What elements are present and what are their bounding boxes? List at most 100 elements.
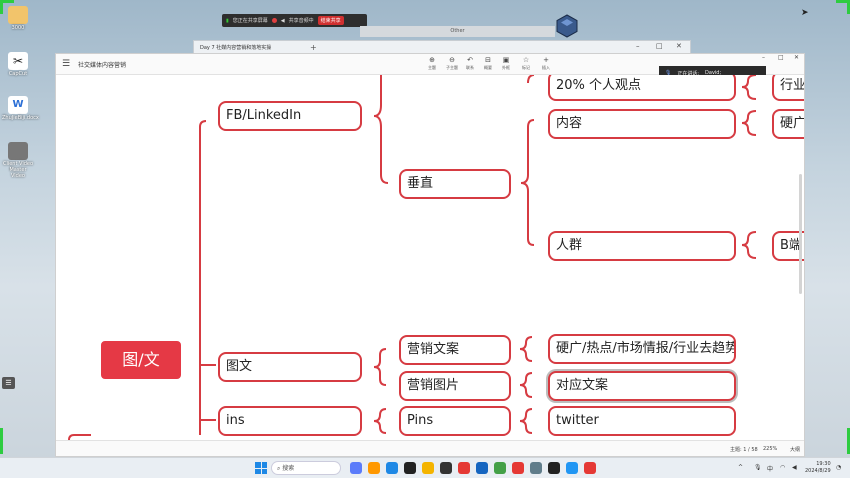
input-language-indicator[interactable]: 中	[767, 466, 774, 473]
node-tuwen[interactable]: 图文	[218, 352, 362, 382]
taskbar-app-icon[interactable]	[404, 462, 416, 474]
node-pins[interactable]: Pins	[399, 406, 511, 436]
windows-taskbar: ⌕ 搜索 ^ 🎙 中 ◠ ◀ 19:30 2024/8/29 ◔	[0, 457, 850, 478]
taskbar-app-icon[interactable]	[566, 462, 578, 474]
desktop-icon-docx[interactable]: W ZhuJieBiji.docx	[2, 96, 39, 121]
ins-bracket	[373, 408, 387, 434]
root-branch-bracket	[199, 120, 207, 435]
node-image-detail[interactable]: 对应文案	[548, 371, 736, 401]
node-ins[interactable]: ins	[218, 406, 362, 436]
zoom-level[interactable]: 225%	[763, 446, 778, 452]
mouse-cursor-icon: ➤	[801, 8, 809, 18]
tray-overflow-chevron-icon[interactable]: ^	[738, 464, 744, 471]
node-twitter[interactable]: twitter	[548, 406, 736, 436]
browser-close-button[interactable]: ✕	[676, 42, 682, 50]
taskbar-app-icon[interactable]	[530, 462, 542, 474]
mindmap-canvas[interactable]: 图/文 FB/LinkedIn 垂直 20% 个人观点 行业 内容 硬广 人群 …	[56, 75, 804, 442]
taskbar-app-icon[interactable]	[350, 462, 362, 474]
share-border-bottom-right	[847, 428, 850, 454]
vertical-bracket-top	[527, 75, 535, 84]
summary-icon: ⊟	[485, 56, 491, 64]
node-industry-partial[interactable]: 行业	[772, 75, 804, 101]
node-b-end-partial[interactable]: B端	[772, 231, 804, 261]
windows-start-icon[interactable]	[255, 462, 267, 474]
taskbar-app-icon[interactable]	[422, 462, 434, 474]
taskbar-app-icon[interactable]	[494, 462, 506, 474]
toolbar-boundary-button[interactable]: ▣ 外框	[497, 56, 515, 71]
folder-icon	[8, 6, 28, 24]
taskbar-app-icon[interactable]	[368, 462, 380, 474]
hamburger-menu-icon[interactable]: ☰	[62, 59, 71, 69]
microphone-tray-icon[interactable]: 🎙	[754, 464, 762, 471]
node-copy-detail[interactable]: 硬广/热点/市场情报/行业去趋势	[548, 334, 736, 364]
browser-tab[interactable]: Day 7 社媒内容营销和落地实操	[200, 45, 272, 51]
pct-bracket	[741, 75, 757, 100]
mindmap-app-window: ☰ 社交媒体内容营销 ⊕ 主题 ⊖ 子主题 ↶ 联系 ⊟ 概要 ▣ 外框 ☆ 标…	[55, 53, 805, 457]
document-title: 社交媒体内容营销	[78, 62, 127, 69]
browser-maximize-button[interactable]: □	[656, 42, 663, 50]
star-icon: ☆	[522, 56, 530, 64]
speaker-name: David;	[705, 70, 722, 76]
tuwen-bracket	[373, 348, 387, 386]
desktop-icon-3000[interactable]: 3000	[2, 6, 34, 31]
search-icon: ⌕	[277, 465, 283, 472]
taskbar-app-icon[interactable]	[458, 462, 470, 474]
status-bar: 主题: 1 / 58 225% 大纲	[56, 440, 804, 456]
node-20pct-personal-view[interactable]: 20% 个人观点	[548, 75, 736, 101]
plus-icon: +	[543, 56, 549, 64]
relation-icon: ↶	[467, 56, 473, 64]
other-window-bar[interactable]: Other	[360, 26, 555, 37]
vertical-scrollbar[interactable]	[799, 174, 802, 294]
wifi-tray-icon[interactable]: ◠	[780, 464, 786, 471]
app-minimize-button[interactable]: –	[762, 54, 765, 61]
pins-bracket	[519, 408, 533, 434]
speaker-icon: ◀	[280, 17, 285, 24]
toolbar-topic-button[interactable]: ⊕ 主题	[423, 56, 441, 71]
root-node-tuwen[interactable]: 图/文	[101, 341, 181, 379]
clock-date: 2024/8/29	[805, 468, 831, 474]
taskbar-app-icon[interactable]	[386, 462, 398, 474]
taskbar-app-icon[interactable]	[476, 462, 488, 474]
outline-toggle[interactable]: 大纲	[790, 447, 801, 453]
share-border-top-left	[0, 0, 14, 3]
capcut-icon: ✂	[8, 52, 28, 70]
toolbar-marker-button[interactable]: ☆ 标记	[517, 56, 535, 71]
screen-share-bar: ▮ 您正在共享屏幕 ◀ 共享音频中 结束共享	[222, 14, 367, 27]
taskbar-app-icon[interactable]	[440, 462, 452, 474]
taskbar-app-icon[interactable]	[548, 462, 560, 474]
side-panel-toggle-icon[interactable]: ☰	[2, 377, 15, 389]
node-copywriting[interactable]: 营销文案	[399, 335, 511, 365]
toolbar-subtopic-button[interactable]: ⊖ 子主题	[443, 56, 461, 71]
virtualbox-icon[interactable]	[555, 14, 579, 38]
node-content[interactable]: 内容	[548, 109, 736, 139]
app-close-button[interactable]: ✕	[794, 54, 800, 61]
desktop-icon-video[interactable]: Client Video Master Video	[2, 142, 34, 179]
audio-status-text: 共享音频中	[288, 18, 314, 24]
volume-tray-icon[interactable]: ◀	[792, 464, 797, 471]
boundary-icon: ▣	[502, 56, 510, 64]
app-maximize-button[interactable]: □	[778, 54, 784, 61]
browser-minimize-button[interactable]: –	[636, 42, 640, 50]
taskbar-search-input[interactable]: ⌕ 搜索	[271, 461, 341, 475]
taskbar-app-icon[interactable]	[584, 462, 596, 474]
clock-time: 19:30	[816, 461, 831, 467]
toolbar-insert-button[interactable]: + 插入	[537, 56, 555, 71]
node-fb-linkedin[interactable]: FB/LinkedIn	[218, 101, 362, 131]
desktop-icon-capcut[interactable]: ✂ CapCut	[8, 52, 28, 77]
notification-bell-icon[interactable]: ◔	[836, 464, 842, 471]
new-tab-button[interactable]: +	[310, 43, 317, 52]
taskbar-clock[interactable]: 19:30 2024/8/29	[805, 461, 831, 475]
share-border-top-right	[836, 0, 850, 3]
add-subtopic-icon: ⊖	[449, 56, 455, 64]
toolbar-summary-button[interactable]: ⊟ 概要	[479, 56, 497, 71]
stop-sharing-button[interactable]: 结束共享	[317, 16, 344, 25]
node-vertical[interactable]: 垂直	[399, 169, 511, 199]
root-connector	[68, 434, 91, 442]
vertical-bracket	[520, 119, 535, 246]
toolbar-relation-button[interactable]: ↶ 联系	[461, 56, 479, 71]
taskbar-app-icon[interactable]	[512, 462, 524, 474]
node-hard-ad-partial[interactable]: 硬广	[772, 109, 804, 139]
share-border-bottom-left	[0, 428, 3, 454]
node-crowd[interactable]: 人群	[548, 231, 736, 261]
node-marketing-images[interactable]: 营销图片	[399, 371, 511, 401]
